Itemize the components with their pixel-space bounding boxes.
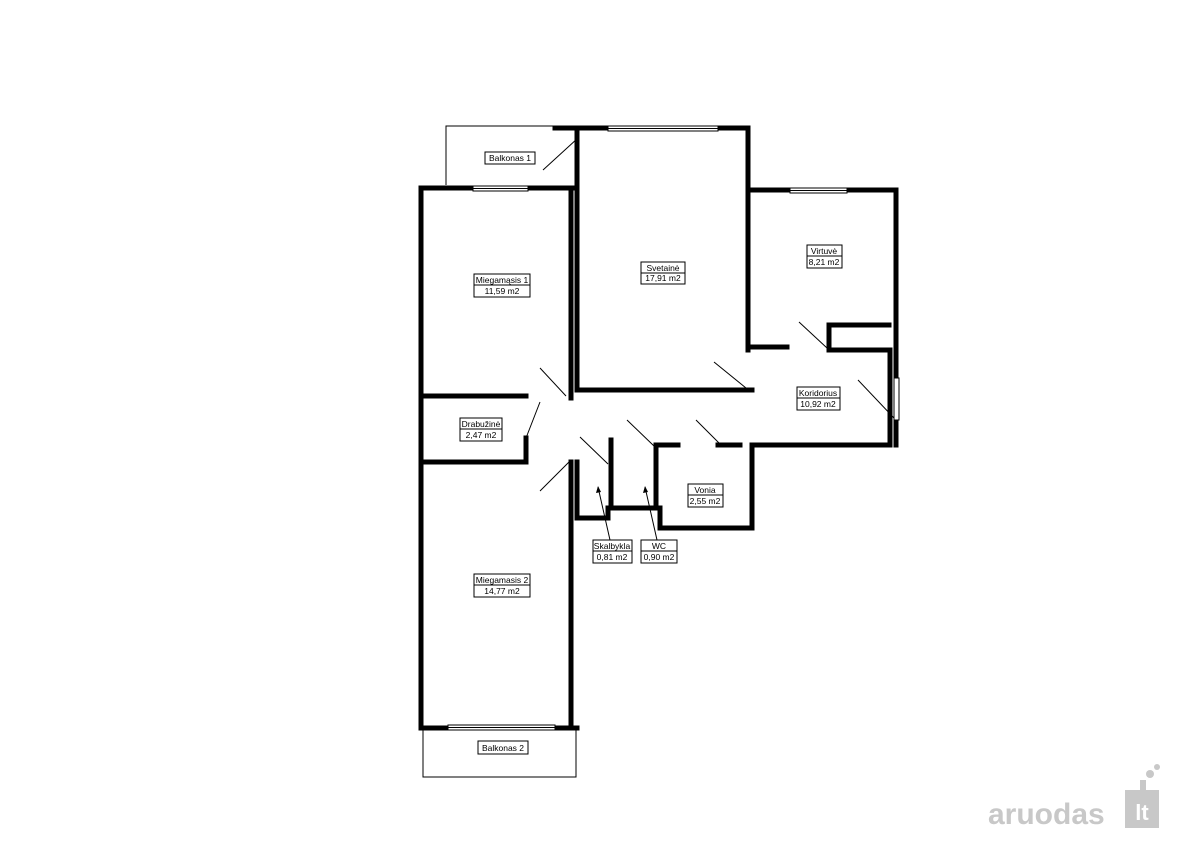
room-area: 2,55 m2: [690, 496, 721, 506]
room-name: WC: [652, 541, 666, 551]
room-area: 14,77 m2: [484, 586, 520, 596]
room-area: 0,81 m2: [597, 552, 628, 562]
doors: [525, 137, 895, 492]
watermark-suffix: lt: [1135, 800, 1149, 825]
room-name: Miegamąsis 1: [476, 275, 529, 285]
room-area: 8,21 m2: [809, 257, 840, 267]
label-koridorius: Koridorius 10,92 m2: [796, 386, 841, 411]
label-miegamasis2: Miegamasis 2 14,77 m2: [473, 573, 531, 598]
room-name: Balkonas 2: [482, 743, 524, 753]
room-name: Skalbykla: [594, 541, 631, 551]
label-balkonas1: Balkonas 1: [484, 151, 536, 165]
label-drabuzine: Drabužinė 2,47 m2: [459, 417, 503, 442]
room-name: Drabužinė: [462, 419, 501, 429]
label-virtuve: Virtuvė 8,21 m2: [806, 244, 843, 269]
walls: [418, 125, 899, 731]
label-wc: WC 0,90 m2: [640, 539, 678, 564]
windows: [447, 125, 900, 731]
balcony-outlines: [422, 125, 577, 778]
room-name: Koridorius: [799, 388, 837, 398]
label-skalbykla: Skalbykla 0,81 m2: [592, 539, 633, 564]
room-area: 11,59 m2: [485, 286, 520, 296]
room-name: Vonia: [694, 485, 716, 495]
room-name: Balkonas 1: [489, 153, 531, 163]
room-name: Miegamasis 2: [476, 575, 529, 585]
room-area: 0,90 m2: [644, 552, 675, 562]
label-miegamasis1: Miegamąsis 1 11,59 m2: [473, 273, 531, 298]
watermark-house-icon: [1125, 790, 1159, 828]
label-svetaine: Svetainė 17,91 m2: [640, 261, 686, 285]
room-name: Svetainė: [646, 263, 679, 273]
room-labels: Balkonas 1 Svetainė 17,91 m2 Virtuvė 8,2…: [459, 151, 843, 755]
label-vonia: Vonia 2,55 m2: [687, 483, 724, 508]
room-area: 17,91 m2: [645, 273, 681, 283]
room-area: 2,47 m2: [466, 430, 497, 440]
room-name: Virtuvė: [811, 246, 838, 256]
aruodas-watermark: aruodas lt: [988, 764, 1160, 831]
label-balkonas2: Balkonas 2: [477, 740, 529, 755]
leader-lines: [596, 486, 658, 541]
room-area: 10,92 m2: [800, 399, 836, 409]
watermark-brand: aruodas: [988, 798, 1105, 831]
